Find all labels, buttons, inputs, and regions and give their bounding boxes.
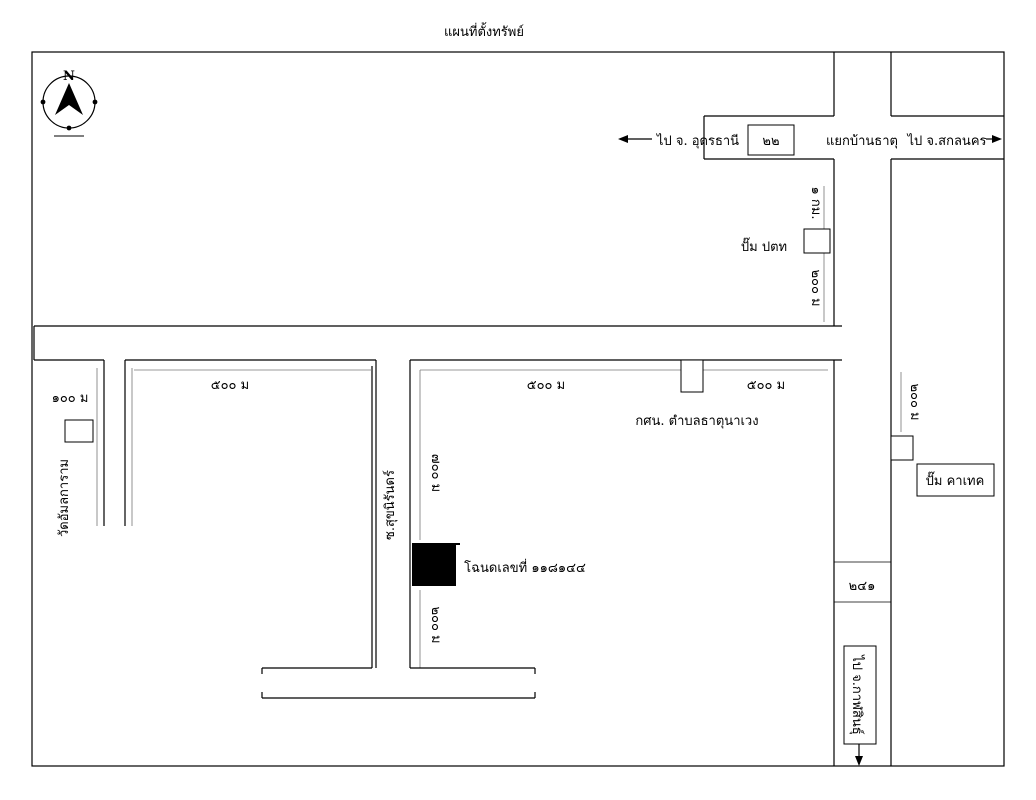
road-22-241 (703, 52, 1004, 766)
distance-100: ๑๐๐ ม (52, 391, 89, 406)
road-22-marker (747, 124, 795, 156)
distance-200-right: ๒๐๐ ม (907, 383, 922, 420)
property-marker (412, 544, 456, 586)
ptt-pump-label: ปั๊ม ปตท (741, 237, 787, 255)
road-22-label: ๒๒ (762, 134, 779, 149)
map-border (31, 51, 1005, 767)
caltex-pump-label: ปั๊ม คาเทค (926, 471, 985, 489)
temple-box (64, 419, 94, 443)
compass-icon (40, 75, 98, 137)
arrow-left-icon (618, 135, 652, 143)
distance-1km: ๑ กม. (808, 187, 823, 220)
distance-200-bottom: ๒๐๐ ม (428, 606, 443, 643)
to-udon-label: ไป จ. อุดรธานี (656, 133, 739, 149)
distance-200-top: ๒๐๐ ม (808, 269, 823, 306)
learning-center-label: กศน. ตำบลธาตุนาเวง (635, 414, 758, 429)
soi-sukniran-road (409, 360, 828, 668)
caltex-label-box (916, 463, 995, 497)
distance-500-mid: ๕๐๐ ม (527, 378, 565, 393)
arrow-down-icon (855, 744, 863, 766)
bottom-road (261, 667, 536, 699)
compass-north-label: N (63, 69, 75, 84)
soi-sukniran-label: ซ.สุขนิรันดร์ (382, 470, 398, 540)
ptt-pump-box (803, 228, 831, 254)
middle-road (134, 360, 377, 668)
temple-road (96, 360, 133, 526)
distance-700: ๗๐๐ ม (428, 454, 443, 492)
to-kalasin-label: ไป จ.กาฬสินธุ์ (849, 654, 865, 735)
property-label: โฉนดเลขที่ ๑๑๘๑๔๔ (464, 559, 586, 576)
kalasin-direction-box (843, 645, 877, 745)
learning-center-box (680, 359, 704, 393)
to-sakon-label: ไป จ.สกลนคร (906, 133, 986, 149)
main-horizontal-road (33, 325, 842, 361)
caltex-pump-box (890, 435, 914, 461)
junction-label: แยกบ้านธาตุ (826, 134, 898, 149)
map-title: แผนที่ตั้งทรัพย์ (444, 22, 524, 40)
arrow-right-icon (986, 135, 1002, 143)
distance-500-right: ๕๐๐ ม (747, 378, 785, 393)
temple-label: วัดอัมลการาม (57, 459, 72, 537)
road-241-label: ๒๔๑ (849, 579, 876, 594)
distance-500-left: ๕๐๐ ม (211, 378, 249, 393)
